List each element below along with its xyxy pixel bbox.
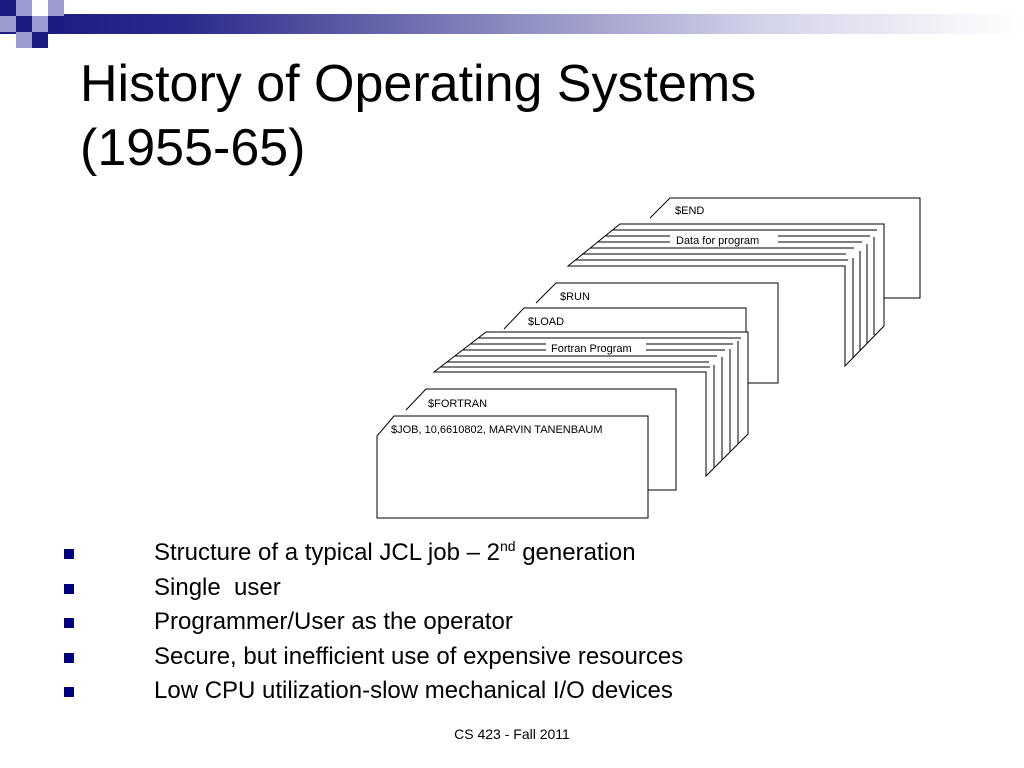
title-line-2: (1955-65) <box>80 119 306 177</box>
header-gradient-band <box>0 14 1024 34</box>
card-label: $RUN <box>560 291 590 303</box>
decor-square <box>48 16 64 32</box>
slide-title: History of Operating Systems (1955-65) <box>80 52 980 180</box>
decor-square <box>0 0 16 16</box>
decor-square <box>16 32 32 48</box>
decor-square <box>32 0 48 16</box>
slide-footer: CS 423 - Fall 2011 <box>454 726 570 742</box>
bullet-text: Single user <box>154 573 281 601</box>
decor-square <box>0 16 16 32</box>
card-data-for-program: Data for program <box>566 223 885 368</box>
square-bullet-icon <box>64 583 74 594</box>
decor-square <box>16 16 32 32</box>
card-fortran-program: Fortran Program <box>432 331 749 478</box>
square-bullet-icon <box>64 652 74 663</box>
decor-square <box>32 32 48 48</box>
bullet-superscript: nd <box>499 538 516 554</box>
card-label: $LOAD <box>528 316 564 328</box>
card-label: $FORTRAN <box>428 398 487 410</box>
bullet-text: Programmer/User as the operator <box>154 608 513 635</box>
square-bullet-icon <box>64 618 74 628</box>
card-label: $JOB, 10,6610802, MARVIN TANENBAUM <box>391 424 603 436</box>
decor-square <box>32 16 48 32</box>
card-job: $JOB, 10,6610802, MARVIN TANENBAUM <box>376 415 649 519</box>
square-bullet-icon <box>64 687 74 697</box>
jcl-job-card-deck: $END Data for program $RUN $LOAD <box>376 197 921 519</box>
bullet-text: Low CPU utilization-slow mechanical I/O … <box>154 677 673 704</box>
square-bullet-icon <box>64 549 74 559</box>
decor-square <box>48 0 64 16</box>
bullet-text-main: Structure of a typical JCL job – 2 <box>154 539 500 566</box>
card-label: $END <box>675 205 704 217</box>
bullet-text: Secure, but inefficient use of expensive… <box>154 642 684 670</box>
title-line-1: History of Operating Systems <box>80 55 757 113</box>
bullet-text-tail: generation <box>515 539 636 566</box>
bullet-text: Structure of a typical JCL job – 2nd gen… <box>154 536 636 570</box>
decor-square <box>16 0 32 16</box>
card-label: Data for program <box>676 235 759 247</box>
card-label: Fortran Program <box>551 343 632 355</box>
